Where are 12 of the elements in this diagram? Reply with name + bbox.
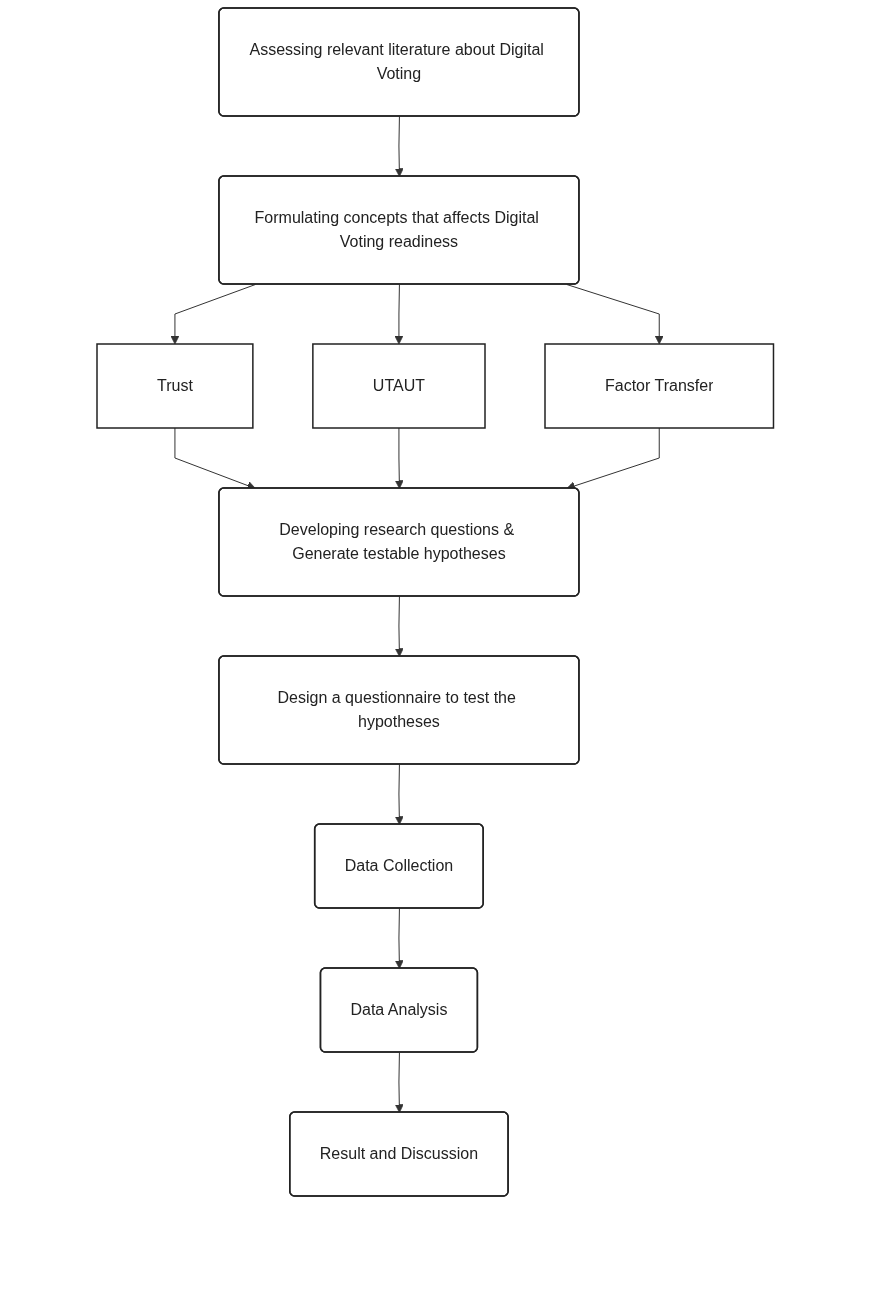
arrow — [394, 116, 404, 177]
arrow — [394, 764, 404, 825]
arrow — [394, 1052, 404, 1113]
node-box: Factor Transfer — [544, 343, 774, 429]
node-box: Trust — [96, 343, 254, 429]
arrow — [394, 427, 404, 489]
arrow — [170, 284, 256, 345]
node-box: UTAUT — [311, 343, 486, 429]
arrow — [394, 908, 404, 969]
arrow — [394, 596, 404, 657]
arrow — [394, 284, 404, 345]
arrow — [174, 427, 256, 490]
